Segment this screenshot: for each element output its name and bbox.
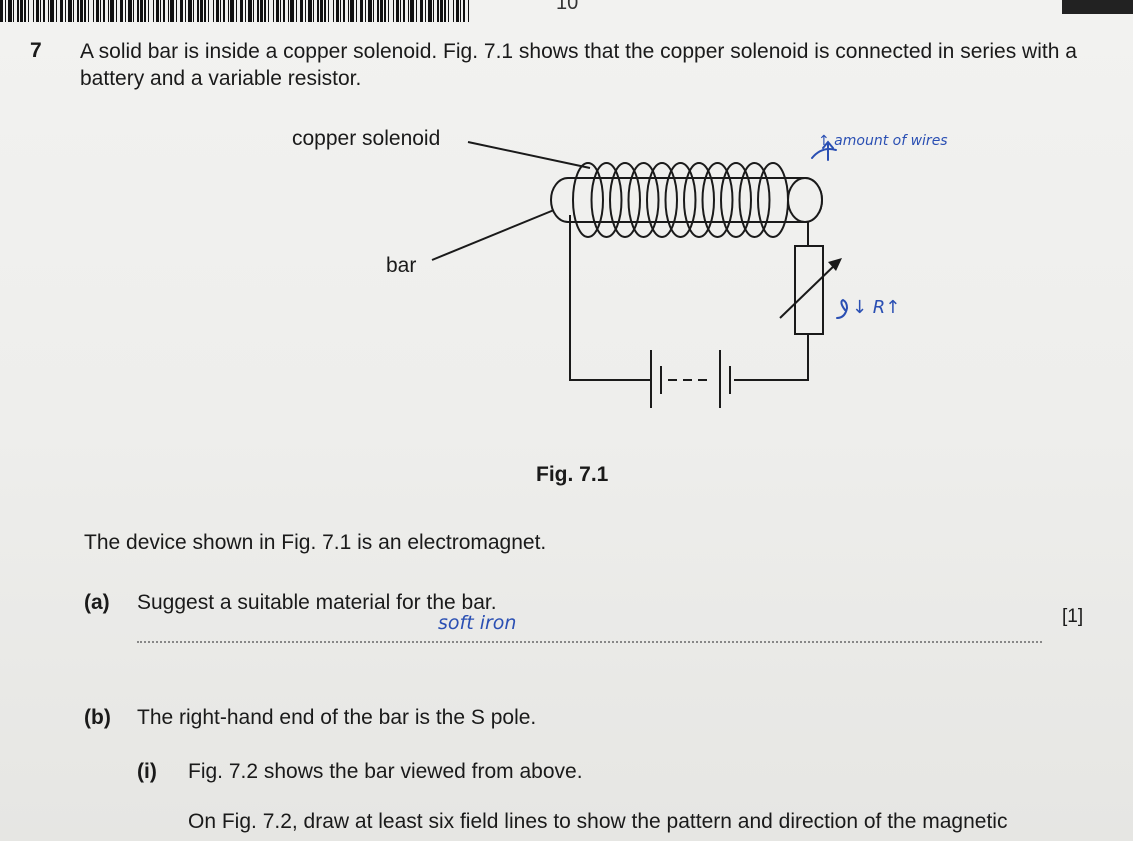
solenoid-coil-loop (664, 162, 697, 238)
bar-leader-line (431, 209, 555, 261)
variable-resistor (794, 245, 824, 335)
part-b-text: The right-hand end of the bar is the S p… (137, 706, 537, 729)
bar-end (787, 177, 823, 223)
solenoid-coil-loop (609, 162, 641, 238)
question-number: 7 (30, 39, 42, 62)
handwritten-annotation-wires: ↑ amount of wires (818, 133, 948, 149)
solenoid-coils (572, 162, 789, 238)
answer-line (137, 641, 1042, 643)
annotation-hook (836, 298, 849, 319)
solenoid-coil-loop (738, 162, 771, 238)
part-a-handwritten-answer: soft iron (438, 612, 517, 634)
wire-left (569, 215, 651, 381)
solenoid-coil-loop (627, 162, 660, 238)
solenoid-coil-loop (590, 162, 623, 238)
bar-body (550, 177, 823, 223)
resistor-arrow-head (828, 258, 842, 271)
annotation-arrow-curve (811, 148, 837, 159)
part-a-label: (a) (84, 591, 110, 614)
solenoid-coil-loop (683, 162, 715, 238)
question-stem: A solid bar is inside a copper solenoid.… (80, 40, 1077, 90)
header-bar (1062, 0, 1133, 14)
solenoid-coil-loop (646, 162, 678, 238)
part-a-marks: [1] (1062, 606, 1084, 627)
label-copper-solenoid: copper solenoid (292, 127, 441, 150)
part-b-i-text: Fig. 7.2 shows the bar viewed from above… (188, 760, 583, 783)
barcode (0, 0, 470, 22)
solenoid-leader-line (467, 141, 591, 169)
label-bar: bar (386, 254, 417, 277)
part-b-i-instruction: On Fig. 7.2, draw at least six field lin… (188, 810, 1008, 833)
part-a-question: Suggest a suitable material for the bar. (137, 591, 497, 614)
solenoid-coil-loop (701, 162, 734, 238)
wire-right (734, 334, 809, 381)
handwritten-annotation-resistance: ↓ R↑ (852, 297, 901, 318)
solenoid-coil-loop (572, 162, 604, 238)
solenoid-coil-loop (757, 162, 789, 238)
page-number: 10 (556, 0, 579, 14)
resistor-arrow-shaft (779, 261, 839, 319)
intro-text: The device shown in Fig. 7.1 is an elect… (84, 531, 547, 554)
figure-caption: Fig. 7.1 (536, 463, 609, 486)
solenoid-coil-loop (720, 162, 752, 238)
part-b-i-label: (i) (137, 760, 157, 783)
part-b-label: (b) (84, 706, 111, 729)
